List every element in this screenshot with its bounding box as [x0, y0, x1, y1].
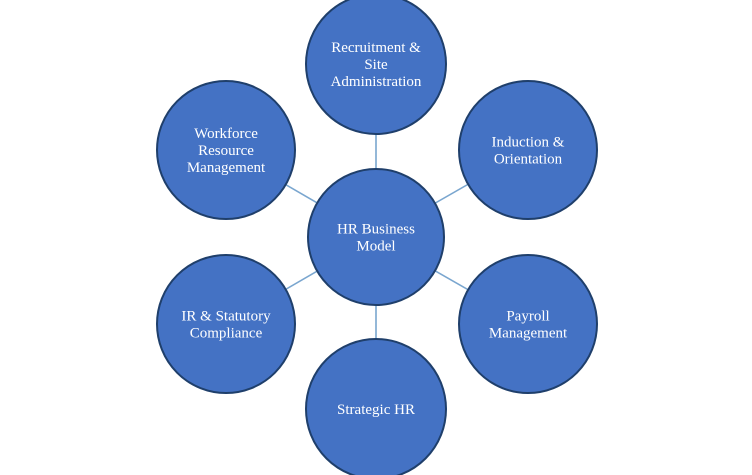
payroll-management-label-line: Payroll	[506, 309, 549, 325]
hr-business-model-label-line: HR Business	[337, 222, 415, 238]
workforce-resource-management-circle	[156, 80, 296, 220]
strategic-hr-circle	[305, 338, 447, 475]
recruitment-site-administration-circle	[305, 0, 447, 135]
induction-orientation-circle	[458, 80, 598, 220]
workforce-resource-management-label-line: Management	[187, 160, 266, 176]
strategic-hr-node: Strategic HR	[305, 338, 447, 475]
induction-orientation-node: Induction &Orientation	[458, 80, 598, 220]
induction-orientation-label-line: Induction &	[492, 135, 565, 151]
nodes-group: Recruitment &SiteAdministrationInduction…	[156, 0, 598, 475]
induction-orientation-label-line: Orientation	[494, 152, 563, 168]
payroll-management-label-line: Management	[489, 326, 568, 342]
strategic-hr-label-line: Strategic HR	[337, 402, 415, 418]
workforce-resource-management-label-line: Workforce	[194, 126, 258, 142]
payroll-management-circle	[458, 254, 598, 394]
ir-statutory-compliance-circle	[156, 254, 296, 394]
hr-business-model-circle	[307, 168, 445, 306]
hr-business-model-label-line: Model	[356, 239, 395, 255]
ir-statutory-compliance-label-line: IR & Statutory	[181, 309, 271, 325]
recruitment-site-administration-label-line: Site	[364, 57, 388, 73]
workforce-resource-management-label-line: Resource	[198, 143, 254, 159]
recruitment-site-administration-label-line: Recruitment &	[331, 40, 421, 56]
ir-statutory-compliance-label-line: Compliance	[190, 326, 263, 342]
recruitment-site-administration-label-line: Administration	[331, 74, 422, 90]
